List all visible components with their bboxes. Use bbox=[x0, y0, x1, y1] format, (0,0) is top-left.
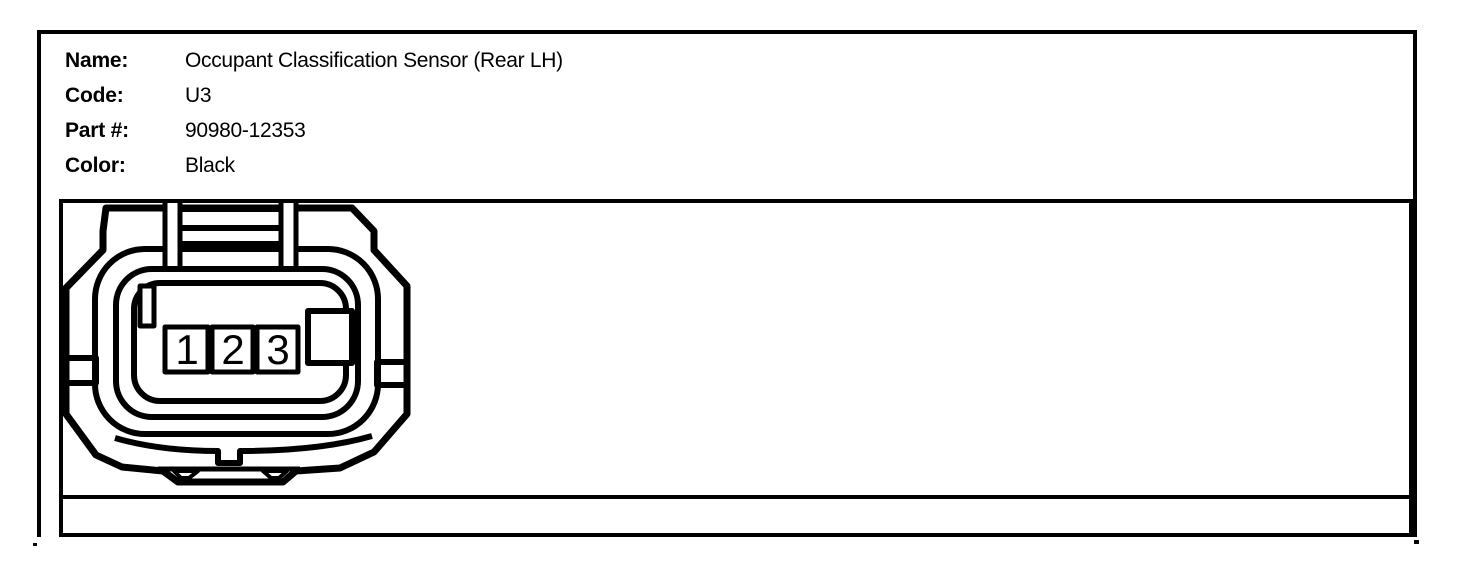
name-label: Name: bbox=[65, 49, 129, 72]
part-number-label: Part #: bbox=[65, 119, 129, 142]
bottom-notch bbox=[114, 433, 373, 466]
part-number-value: 90980-12353 bbox=[185, 119, 306, 142]
latch-rails bbox=[162, 202, 299, 272]
pin-cell-3 bbox=[254, 324, 301, 375]
keying-slot bbox=[305, 308, 355, 366]
pin-number-3: 3 bbox=[266, 326, 289, 373]
foot-slit-left bbox=[172, 469, 200, 480]
pin-number-1: 1 bbox=[175, 326, 198, 373]
bottom-strip bbox=[59, 499, 1413, 537]
header-row-color: Color: Black bbox=[65, 148, 563, 183]
foot-slit-right bbox=[261, 469, 289, 480]
header-row-name: Name: Occupant Classification Sensor (Rea… bbox=[65, 43, 563, 78]
page-corner-dot-right bbox=[1414, 540, 1419, 544]
latch-channel-left bbox=[165, 204, 180, 271]
code-value: U3 bbox=[185, 84, 212, 107]
lock-channel-right bbox=[374, 359, 410, 388]
code-label: Code: bbox=[65, 84, 124, 107]
latch-channel-right bbox=[281, 204, 296, 271]
header-row-part-number: Part #: 90980-12353 bbox=[65, 113, 563, 148]
color-value: Black bbox=[185, 154, 235, 177]
pin-cell-2 bbox=[209, 324, 256, 375]
index-notch bbox=[137, 283, 157, 329]
connector-drawing: 1 2 3 bbox=[62, 202, 411, 486]
name-value: Occupant Classification Sensor (Rear LH) bbox=[185, 49, 563, 72]
latch-beams bbox=[178, 206, 283, 247]
pin-number-2: 2 bbox=[221, 326, 244, 373]
header-row-code: Code: U3 bbox=[65, 78, 563, 113]
page-corner-dot-left bbox=[33, 543, 37, 546]
connector-header: Name: Occupant Classification Sensor (Rea… bbox=[65, 43, 563, 183]
lock-channel-left bbox=[63, 355, 99, 386]
color-label: Color: bbox=[65, 154, 126, 177]
pin-cell-1 bbox=[162, 324, 211, 375]
